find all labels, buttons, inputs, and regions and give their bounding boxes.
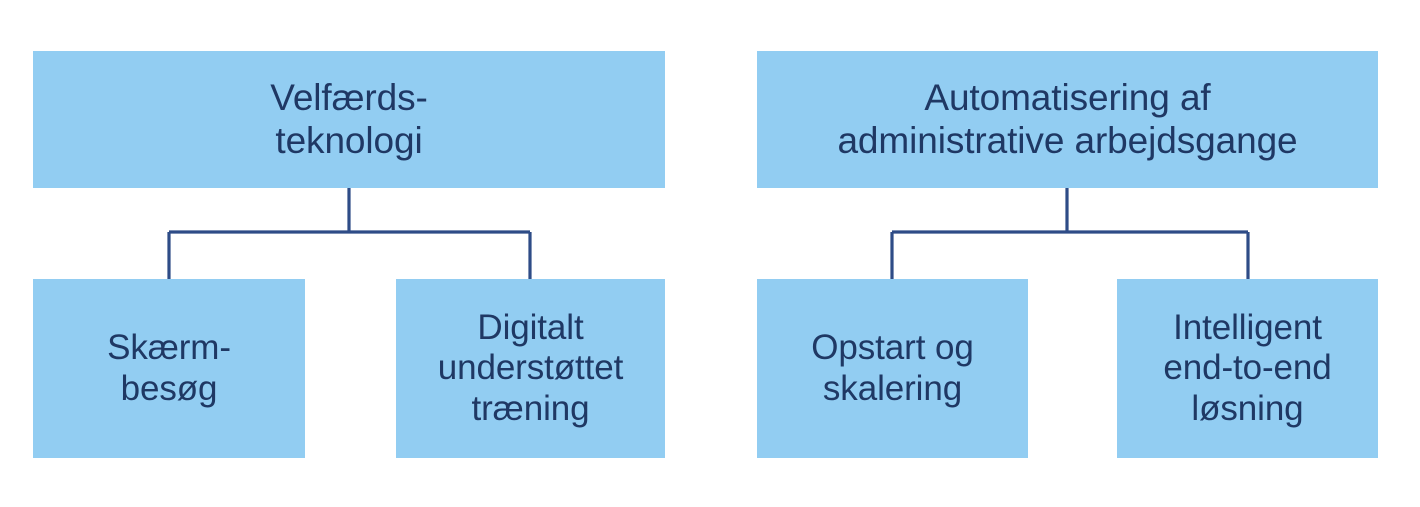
- node-digitalt-understoettet-traening[interactable]: Digitalt understøttet træning: [396, 279, 665, 458]
- node-opstart-og-skalering[interactable]: Opstart og skalering: [757, 279, 1028, 458]
- node-automatisering-af-administrative-arbejdsgange[interactable]: Automatisering af administrative arbejds…: [757, 51, 1378, 188]
- node-intelligent-end-to-end-loesning[interactable]: Intelligent end-to-end løsning: [1117, 279, 1378, 458]
- node-velfaerdsteknologi[interactable]: Velfærds- teknologi: [33, 51, 665, 188]
- connector-automatisering: [890, 188, 1250, 279]
- node-skaerm-besoeg[interactable]: Skærm- besøg: [33, 279, 305, 458]
- connector-velfaerdsteknologi: [167, 188, 532, 279]
